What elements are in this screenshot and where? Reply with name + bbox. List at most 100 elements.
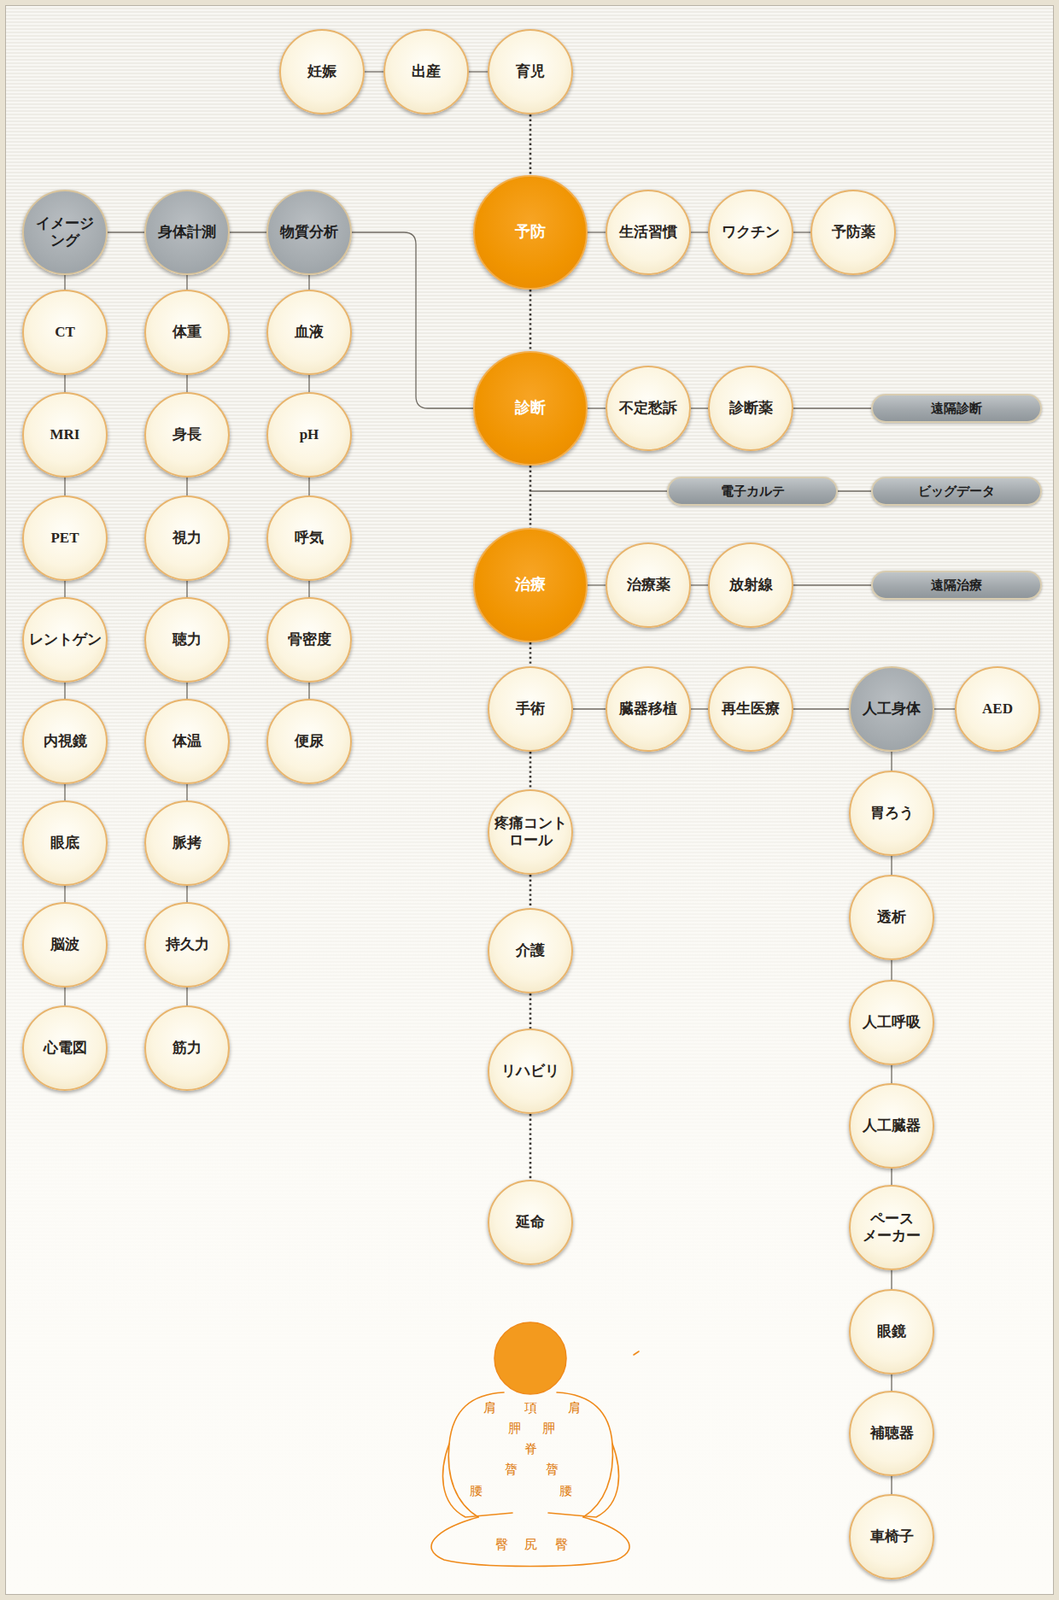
stage-circle: 治療 bbox=[473, 527, 588, 643]
node-text: 透析 bbox=[854, 908, 929, 926]
item-circle: 補聴器 bbox=[848, 1390, 935, 1476]
dotted-connector bbox=[529, 289, 533, 352]
body-part-label: 膂 bbox=[504, 1462, 518, 1476]
connector-line bbox=[64, 987, 65, 1006]
stage-circle: 予防 bbox=[473, 175, 588, 290]
dotted-connector bbox=[529, 465, 533, 528]
node-text: 遠隔診断 bbox=[930, 400, 983, 416]
connector-line bbox=[890, 1064, 892, 1083]
item-circle: レントゲン bbox=[22, 596, 108, 683]
connector-line bbox=[308, 580, 310, 597]
node-text: 治療薬 bbox=[611, 576, 685, 594]
connector-line bbox=[890, 1168, 892, 1185]
node-text: 予防 bbox=[479, 222, 582, 242]
body-part-label: 脊 bbox=[524, 1442, 538, 1456]
dotted-connector bbox=[529, 1113, 533, 1180]
item-circle: 血液 bbox=[266, 289, 352, 375]
node-text: 育児 bbox=[493, 63, 568, 81]
node-text: 胃ろう bbox=[854, 804, 929, 822]
connector-line bbox=[186, 477, 188, 496]
node-text: MRI bbox=[28, 426, 102, 444]
node-text: 視力 bbox=[150, 529, 224, 547]
connector-line bbox=[186, 682, 188, 699]
item-circle: 人工臓器 bbox=[848, 1082, 935, 1169]
pill-box: 電子カルテ bbox=[666, 476, 838, 506]
node-text: 骨密度 bbox=[272, 631, 346, 649]
connector-line bbox=[690, 707, 708, 709]
connector-line bbox=[573, 707, 606, 709]
connector-line bbox=[934, 707, 955, 709]
category-circle: 物質分析 bbox=[266, 189, 352, 275]
item-circle: 内視鏡 bbox=[22, 698, 108, 785]
item-circle: MRI bbox=[22, 392, 108, 478]
node-text: 筋力 bbox=[150, 1039, 224, 1057]
item-circle: 骨密度 bbox=[266, 596, 352, 683]
body-part-label: 肩 bbox=[483, 1401, 497, 1415]
node-text: 診断 bbox=[479, 398, 582, 418]
item-circle: 生活習慣 bbox=[605, 189, 691, 275]
connector-line bbox=[890, 1269, 892, 1289]
category-circle: 人工身体 bbox=[848, 666, 935, 752]
item-circle: 予防薬 bbox=[810, 189, 896, 275]
node-text: 生活習慣 bbox=[611, 223, 685, 241]
connector-line bbox=[308, 682, 310, 699]
connector-line bbox=[587, 584, 606, 586]
node-text: pH bbox=[272, 426, 346, 444]
dotted-connector bbox=[529, 993, 533, 1029]
branch-line bbox=[530, 490, 667, 492]
connector-line bbox=[587, 231, 606, 233]
node-text: 体温 bbox=[150, 732, 224, 750]
node-text: 出産 bbox=[389, 63, 463, 81]
node-text: 疼痛コント ロール bbox=[493, 814, 568, 850]
connector-line bbox=[186, 580, 188, 597]
item-circle: ワクチン bbox=[707, 189, 794, 275]
node-text: 脳波 bbox=[28, 936, 102, 954]
body-part-label: 臀 bbox=[555, 1538, 568, 1551]
connector-line bbox=[793, 584, 872, 586]
item-circle: 呼気 bbox=[266, 495, 352, 581]
connector-line bbox=[690, 584, 708, 586]
body-part-label: 肩 bbox=[567, 1401, 581, 1415]
node-text: 妊娠 bbox=[285, 63, 359, 81]
body-part-label: 腰 bbox=[559, 1484, 573, 1498]
item-circle: AED bbox=[954, 666, 1041, 752]
item-circle: リハビリ bbox=[487, 1028, 574, 1114]
connector-line bbox=[468, 70, 488, 72]
item-circle: 妊娠 bbox=[279, 29, 365, 115]
node-text: 血液 bbox=[272, 323, 346, 341]
connector-line bbox=[793, 231, 811, 233]
connector-line bbox=[186, 274, 188, 290]
connector-line bbox=[690, 407, 708, 409]
node-text: 放射線 bbox=[713, 576, 788, 594]
node-text: リハビリ bbox=[493, 1062, 568, 1080]
connector-line bbox=[890, 751, 892, 771]
node-text: 人工呼吸 bbox=[854, 1013, 929, 1031]
node-text: 遠隔治療 bbox=[930, 577, 983, 593]
connector-line bbox=[890, 1374, 892, 1391]
dotted-connector bbox=[529, 874, 533, 908]
connector-line bbox=[229, 231, 267, 233]
connector-line bbox=[793, 707, 849, 709]
connector-line bbox=[186, 784, 188, 801]
body-part-label: 胛 bbox=[508, 1421, 521, 1435]
node-text: 呼気 bbox=[272, 529, 346, 547]
item-circle: 手術 bbox=[487, 666, 574, 752]
item-circle: 透析 bbox=[848, 874, 935, 960]
item-circle: 延命 bbox=[487, 1179, 574, 1265]
node-text: 予防薬 bbox=[816, 223, 890, 241]
node-text: 体重 bbox=[150, 323, 224, 341]
connector-line bbox=[793, 407, 872, 409]
item-circle: 持久力 bbox=[144, 901, 230, 988]
node-text: 介護 bbox=[493, 941, 568, 960]
item-circle: 放射線 bbox=[707, 542, 794, 628]
item-circle: 身長 bbox=[144, 392, 230, 478]
node-text: 持久力 bbox=[150, 936, 224, 954]
connector-line bbox=[107, 231, 145, 233]
connector-line bbox=[890, 959, 892, 980]
node-text: ペース メーカー bbox=[854, 1210, 929, 1246]
node-text: 人工臓器 bbox=[854, 1117, 929, 1135]
item-circle: 便尿 bbox=[266, 698, 352, 785]
item-circle: 出産 bbox=[383, 29, 469, 115]
node-text: 物質分析 bbox=[272, 223, 346, 241]
